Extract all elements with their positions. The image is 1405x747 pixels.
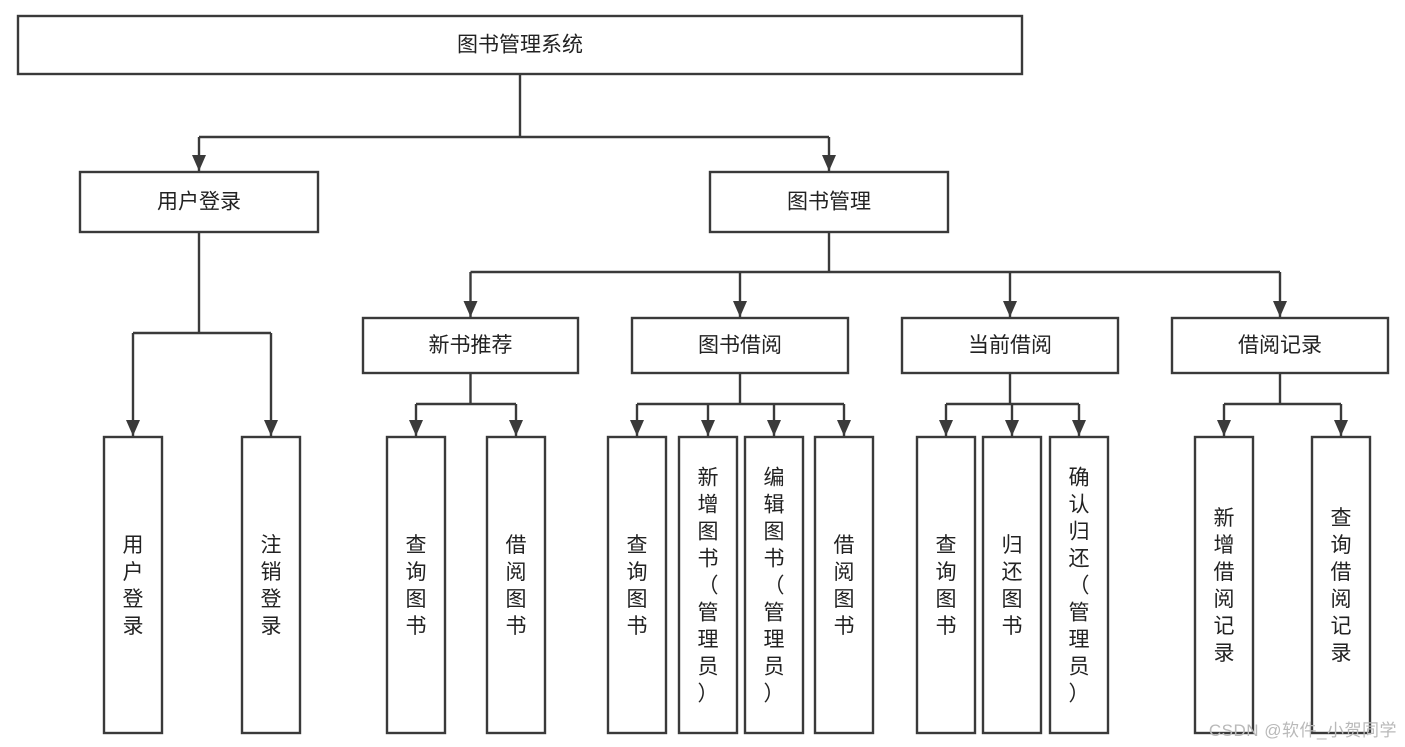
node-root[interactable]: 图书管理系统: [16, 14, 1024, 76]
node-box-leaf-query-book-current[interactable]: [915, 435, 977, 735]
arrow-to-book-borrow: [733, 301, 747, 317]
arrow-to-leaf-user-login: [126, 420, 140, 436]
node-label-user-login: 用户登录: [157, 191, 241, 214]
node-leaf-query-borrow-record[interactable]: 查询借阅记录: [1310, 435, 1372, 735]
node-leaf-borrow-book-recommend[interactable]: 借阅图书: [485, 435, 547, 735]
node-box-borrow-record[interactable]: [1170, 316, 1390, 375]
node-box-book-borrow[interactable]: [630, 316, 850, 375]
node-leaf-edit-book[interactable]: 编辑图书（管理员）: [743, 435, 805, 735]
watermark-text: CSDN @软件_小贺同学: [1208, 721, 1397, 740]
node-label-leaf-add-book: 新增图书（管理员）: [698, 467, 719, 706]
node-label-leaf-query-book-recommend: 查询图书: [406, 534, 427, 638]
node-leaf-confirm-return[interactable]: 确认归还（管理员）: [1048, 435, 1110, 735]
node-box-leaf-query-book-recommend[interactable]: [385, 435, 447, 735]
node-leaf-borrow-book[interactable]: 借阅图书: [813, 435, 875, 735]
node-box-leaf-borrow-book-recommend[interactable]: [485, 435, 547, 735]
node-label-leaf-borrow-book-recommend: 借阅图书: [506, 534, 527, 638]
node-book-management[interactable]: 图书管理: [708, 170, 950, 234]
arrow-to-leaf-return-book: [1005, 420, 1019, 436]
arrow-to-leaf-query-book-current: [939, 420, 953, 436]
node-label-book-borrow: 图书借阅: [698, 334, 782, 357]
node-label-leaf-user-logout: 注销登录: [261, 534, 282, 638]
node-leaf-user-logout[interactable]: 注销登录: [240, 435, 302, 735]
node-box-leaf-user-logout[interactable]: [240, 435, 302, 735]
arrow-to-leaf-borrow-book-recommend: [509, 420, 523, 436]
node-box-leaf-user-login[interactable]: [102, 435, 164, 735]
node-leaf-query-book-borrow[interactable]: 查询图书: [606, 435, 668, 735]
arrow-to-book-management: [822, 155, 836, 171]
node-box-root[interactable]: [16, 14, 1024, 76]
node-box-leaf-add-borrow-record[interactable]: [1193, 435, 1255, 735]
node-label-new-book-recommend: 新书推荐: [429, 334, 513, 357]
arrow-to-leaf-add-book: [701, 420, 715, 436]
node-box-user-login[interactable]: [78, 170, 320, 234]
node-label-leaf-query-borrow-record: 查询借阅记录: [1331, 507, 1352, 665]
node-label-leaf-return-book: 归还图书: [1002, 534, 1023, 638]
node-leaf-add-book[interactable]: 新增图书（管理员）: [677, 435, 739, 735]
arrow-to-current-borrow: [1003, 301, 1017, 317]
arrow-to-leaf-edit-book: [767, 420, 781, 436]
node-label-current-borrow: 当前借阅: [968, 334, 1052, 357]
node-borrow-record[interactable]: 借阅记录: [1170, 316, 1390, 375]
node-box-leaf-edit-book[interactable]: [743, 435, 805, 735]
node-label-root: 图书管理系统: [457, 34, 583, 57]
arrow-to-user-login: [192, 155, 206, 171]
arrow-to-leaf-query-borrow-record: [1334, 420, 1348, 436]
node-leaf-query-book-current[interactable]: 查询图书: [915, 435, 977, 735]
node-label-leaf-query-book-borrow: 查询图书: [627, 534, 648, 638]
node-label-book-management: 图书管理: [787, 191, 871, 214]
arrow-to-leaf-query-book-recommend: [409, 420, 423, 436]
node-label-leaf-confirm-return: 确认归还（管理员）: [1069, 467, 1090, 706]
node-label-leaf-add-borrow-record: 新增借阅记录: [1214, 507, 1235, 665]
node-current-borrow[interactable]: 当前借阅: [900, 316, 1120, 375]
node-leaf-return-book[interactable]: 归还图书: [981, 435, 1043, 735]
arrow-to-borrow-record: [1273, 301, 1287, 317]
node-box-leaf-return-book[interactable]: [981, 435, 1043, 735]
node-new-book-recommend[interactable]: 新书推荐: [361, 316, 580, 375]
node-user-login[interactable]: 用户登录: [78, 170, 320, 234]
node-box-current-borrow[interactable]: [900, 316, 1120, 375]
node-box-leaf-confirm-return[interactable]: [1048, 435, 1110, 735]
node-label-borrow-record: 借阅记录: [1238, 334, 1322, 357]
node-box-leaf-add-book[interactable]: [677, 435, 739, 735]
node-leaf-add-borrow-record[interactable]: 新增借阅记录: [1193, 435, 1255, 735]
arrow-to-leaf-confirm-return: [1072, 420, 1086, 436]
node-label-leaf-user-login: 用户登录: [123, 534, 144, 638]
node-label-leaf-borrow-book: 借阅图书: [834, 534, 855, 638]
node-box-leaf-borrow-book[interactable]: [813, 435, 875, 735]
arrow-to-leaf-query-book-borrow: [630, 420, 644, 436]
node-box-leaf-query-borrow-record[interactable]: [1310, 435, 1372, 735]
arrow-to-leaf-user-logout: [264, 420, 278, 436]
node-leaf-query-book-recommend[interactable]: 查询图书: [385, 435, 447, 735]
node-book-borrow[interactable]: 图书借阅: [630, 316, 850, 375]
node-box-new-book-recommend[interactable]: [361, 316, 580, 375]
node-label-leaf-query-book-current: 查询图书: [936, 534, 957, 638]
node-layer: 图书管理系统用户登录图书管理新书推荐图书借阅当前借阅借阅记录用户登录注销登录查询…: [16, 14, 1390, 735]
arrow-to-new-book-recommend: [463, 301, 478, 317]
arrow-to-leaf-borrow-book: [837, 420, 851, 436]
node-box-leaf-query-book-borrow[interactable]: [606, 435, 668, 735]
arrow-to-leaf-add-borrow-record: [1217, 420, 1231, 436]
connector-layer: [126, 74, 1348, 436]
node-leaf-user-login[interactable]: 用户登录: [102, 435, 164, 735]
node-box-book-management[interactable]: [708, 170, 950, 234]
node-label-leaf-edit-book: 编辑图书（管理员）: [764, 467, 785, 706]
